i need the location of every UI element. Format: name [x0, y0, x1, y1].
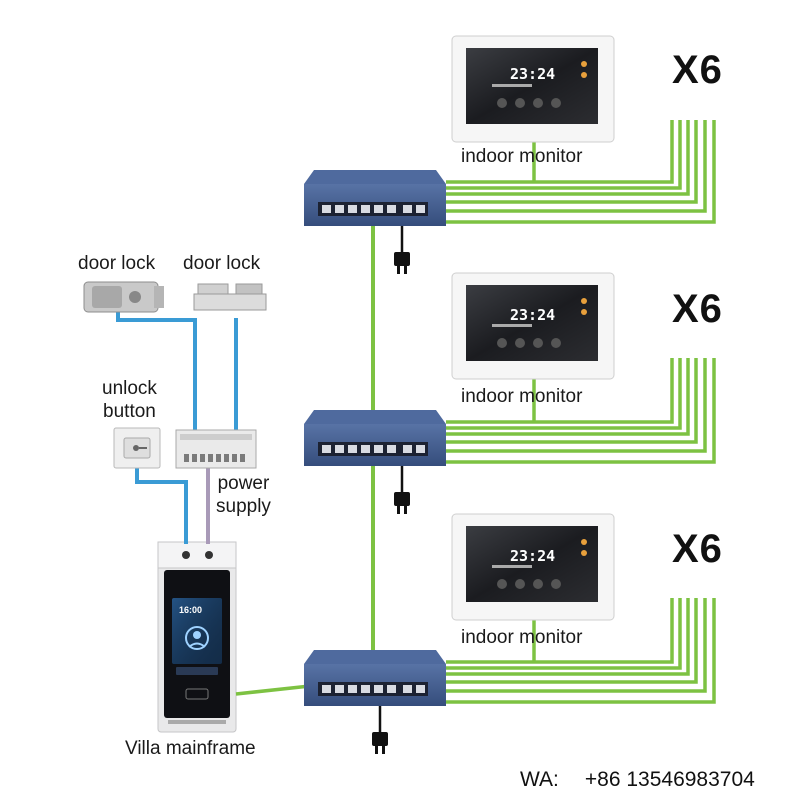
contact-number: +86 13546983704 [584, 768, 755, 791]
door-lock-label: door lock [183, 253, 261, 274]
mainframe-time: 16:00 [179, 605, 202, 615]
monitor-label: indoor monitor [461, 146, 583, 167]
signal-cables [116, 312, 238, 544]
monitor-count: X6 [672, 48, 723, 92]
indoor-monitor-2: 23:24 [451, 272, 615, 380]
monitor-count: X6 [672, 287, 723, 331]
power-plug-icon [394, 466, 410, 514]
door-lock-label: door lock [78, 253, 156, 274]
power-supply-label: power supply [216, 473, 271, 517]
monitor-time: 23:24 [510, 547, 555, 565]
indoor-monitor-3: 23:24 [451, 513, 615, 621]
door-lock-icon [83, 281, 164, 313]
villa-mainframe: 16:00 [157, 541, 237, 733]
ethernet-switch-3 [304, 650, 446, 706]
indoor-monitor-1: 23:24 [451, 35, 615, 143]
lan-cables [235, 120, 716, 704]
power-supply-unit [175, 429, 257, 469]
monitor-time: 23:24 [510, 65, 555, 83]
ethernet-switch-1 [304, 170, 446, 226]
ethernet-switch-2 [304, 410, 446, 466]
contact-line: WA: +86 13546983704 [520, 768, 755, 792]
unlock-button-label: unlock button [102, 378, 157, 422]
mainframe-label: Villa mainframe [125, 738, 256, 759]
monitor-label: indoor monitor [461, 627, 583, 648]
monitor-label: indoor monitor [461, 386, 583, 407]
power-plug-icon [394, 226, 410, 274]
door-lock-icon [193, 283, 267, 311]
monitor-time: 23:24 [510, 306, 555, 324]
contact-prefix: WA: [520, 768, 559, 791]
face-recognition-icon [185, 626, 209, 650]
monitor-count: X6 [672, 527, 723, 571]
exit-button-icon [113, 427, 161, 469]
power-plug-icon [372, 706, 388, 754]
